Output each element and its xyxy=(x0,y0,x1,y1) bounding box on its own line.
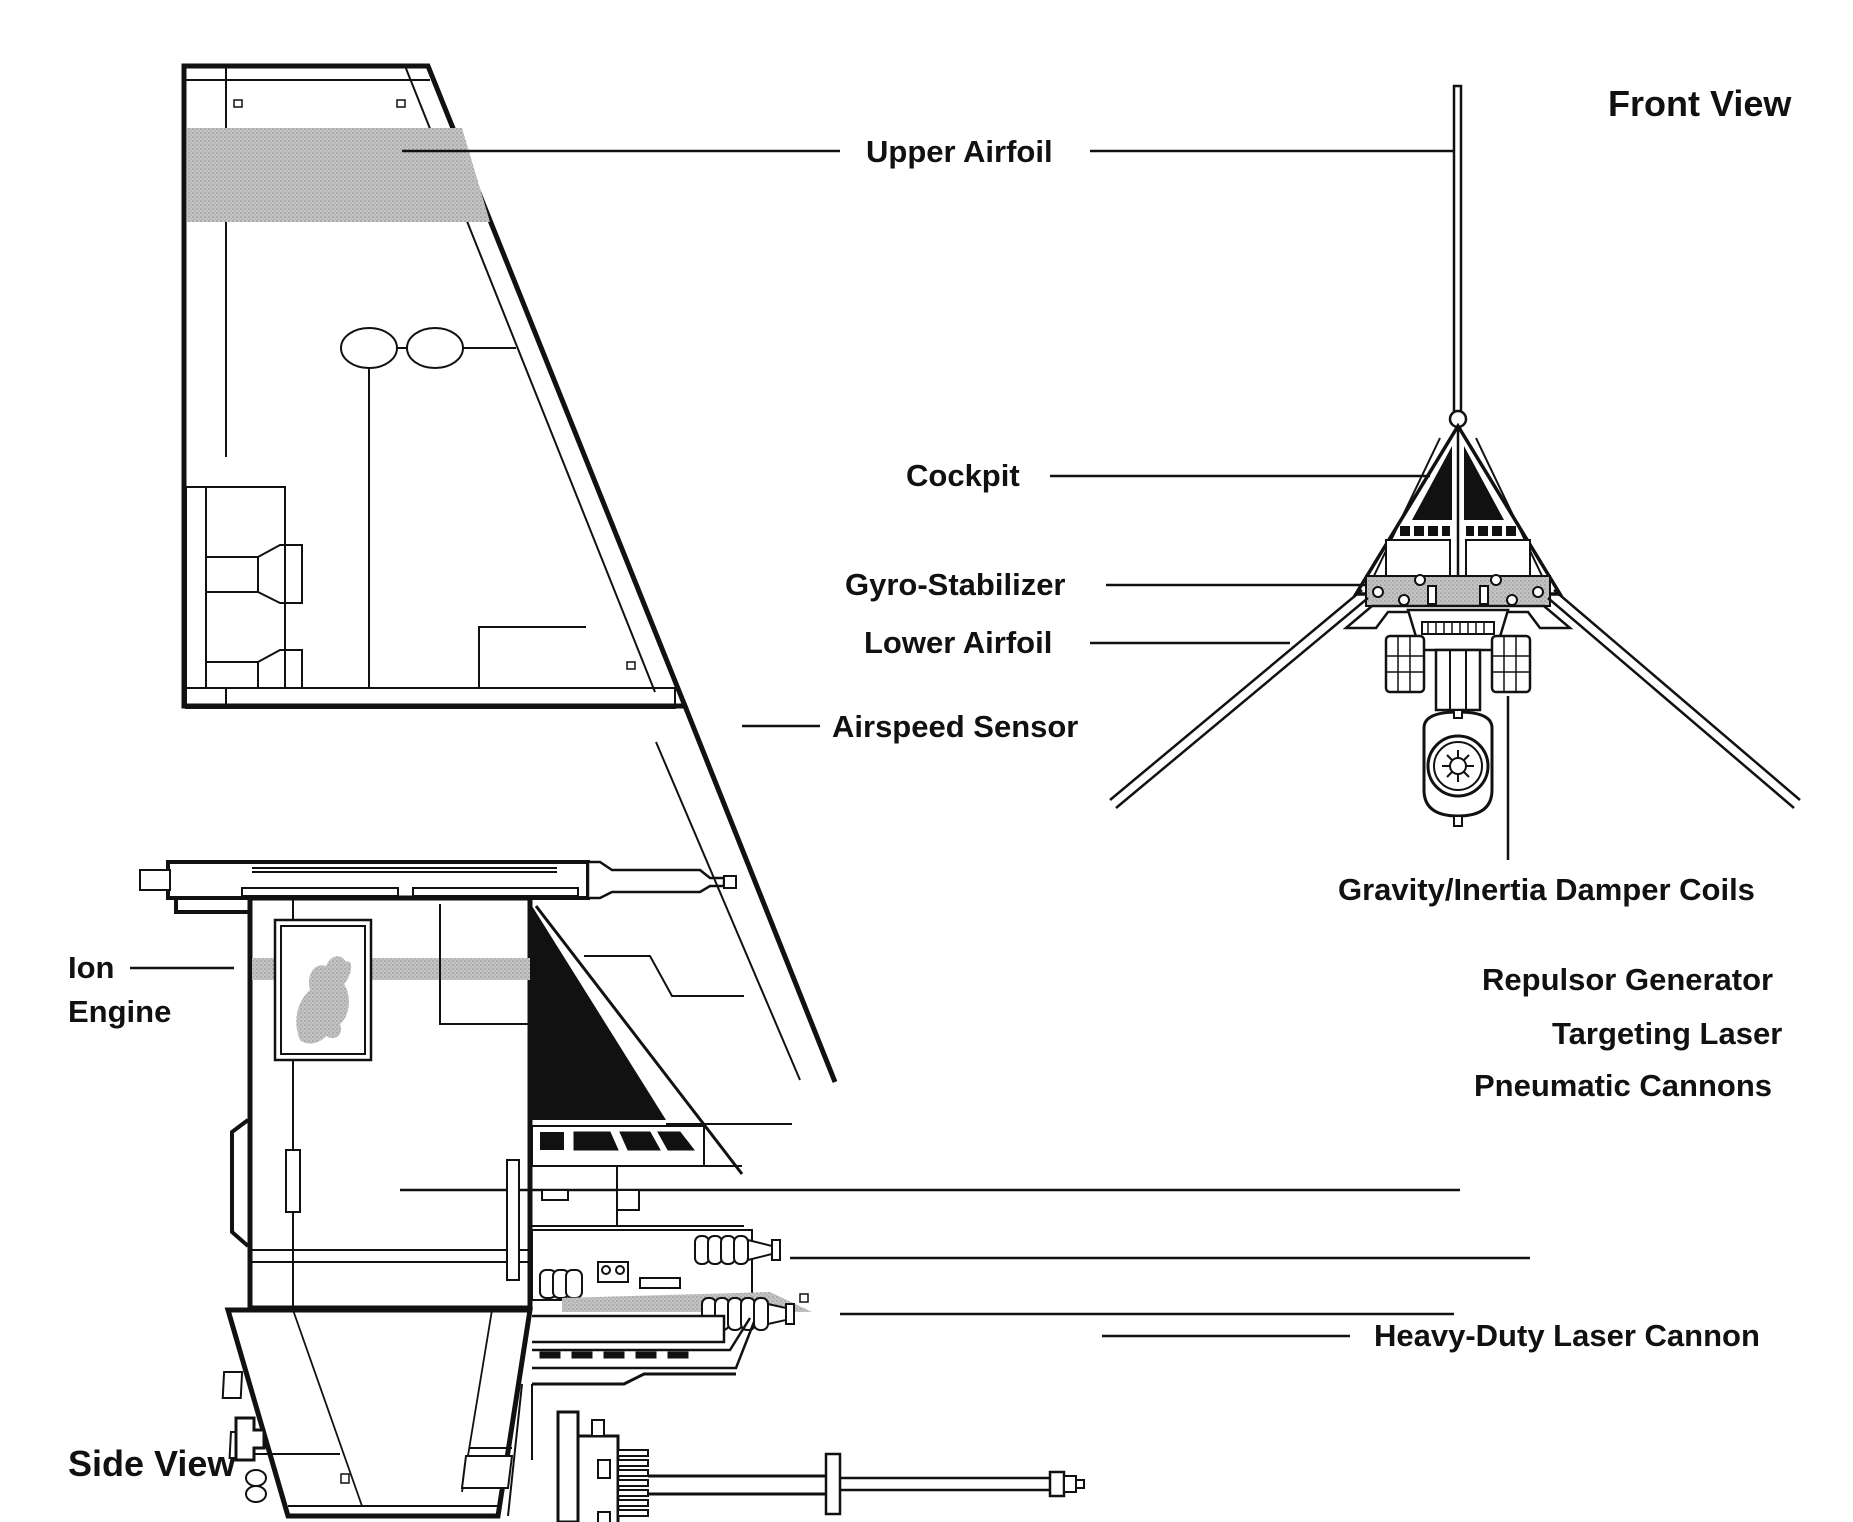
label-ion-engine-line2: Engine xyxy=(68,994,172,1029)
side-view xyxy=(139,63,1530,1522)
ion-engine-housing xyxy=(230,1118,250,1248)
side-view-title: Side View xyxy=(68,1443,236,1484)
lower-airfoil-front xyxy=(1109,589,1801,809)
pneumatic-cannon-side xyxy=(701,1297,1454,1331)
label-airspeed-sensor: Airspeed Sensor xyxy=(832,709,1079,744)
label-lower-airfoil: Lower Airfoil xyxy=(864,625,1053,660)
gyro-stabilizer-front xyxy=(1365,575,1551,607)
laser-cannon-front xyxy=(1422,709,1494,827)
heavy-laser-cannon-side xyxy=(507,1334,1350,1522)
front-view xyxy=(1109,84,1801,827)
label-gravity-damper-coils: Gravity/Inertia Damper Coils xyxy=(1338,872,1755,907)
front-view-title: Front View xyxy=(1608,83,1792,124)
label-ion-engine-line1: Ion xyxy=(68,950,115,985)
lower-airfoil-side xyxy=(221,1307,533,1519)
label-gyro-stabilizer: Gyro-Stabilizer xyxy=(845,567,1066,602)
label-repulsor-generator: Repulsor Generator xyxy=(1482,962,1774,997)
leader-lines xyxy=(130,149,1510,970)
fuselage-side xyxy=(230,895,1460,1311)
upper-airfoil-side xyxy=(181,63,689,709)
weapons-side xyxy=(531,1229,1530,1386)
targeting-laser-side xyxy=(694,1235,1530,1265)
label-cockpit: Cockpit xyxy=(906,458,1020,493)
label-targeting-laser: Targeting Laser xyxy=(1552,1016,1783,1051)
rivet xyxy=(233,99,243,108)
label-pneumatic-cannons: Pneumatic Cannons xyxy=(1474,1068,1772,1103)
rivet xyxy=(396,99,406,108)
label-upper-airfoil: Upper Airfoil xyxy=(866,134,1053,169)
label-heavy-duty-laser-cannon: Heavy-Duty Laser Cannon xyxy=(1374,1318,1760,1353)
rivet xyxy=(626,661,636,670)
gravity-damper-coils-front xyxy=(1384,634,1532,694)
dragon-emblem xyxy=(296,956,352,1044)
cockpit-side xyxy=(531,705,838,1227)
upper-airfoil-stripe xyxy=(187,128,490,222)
upper-airfoil-front xyxy=(1452,84,1463,418)
